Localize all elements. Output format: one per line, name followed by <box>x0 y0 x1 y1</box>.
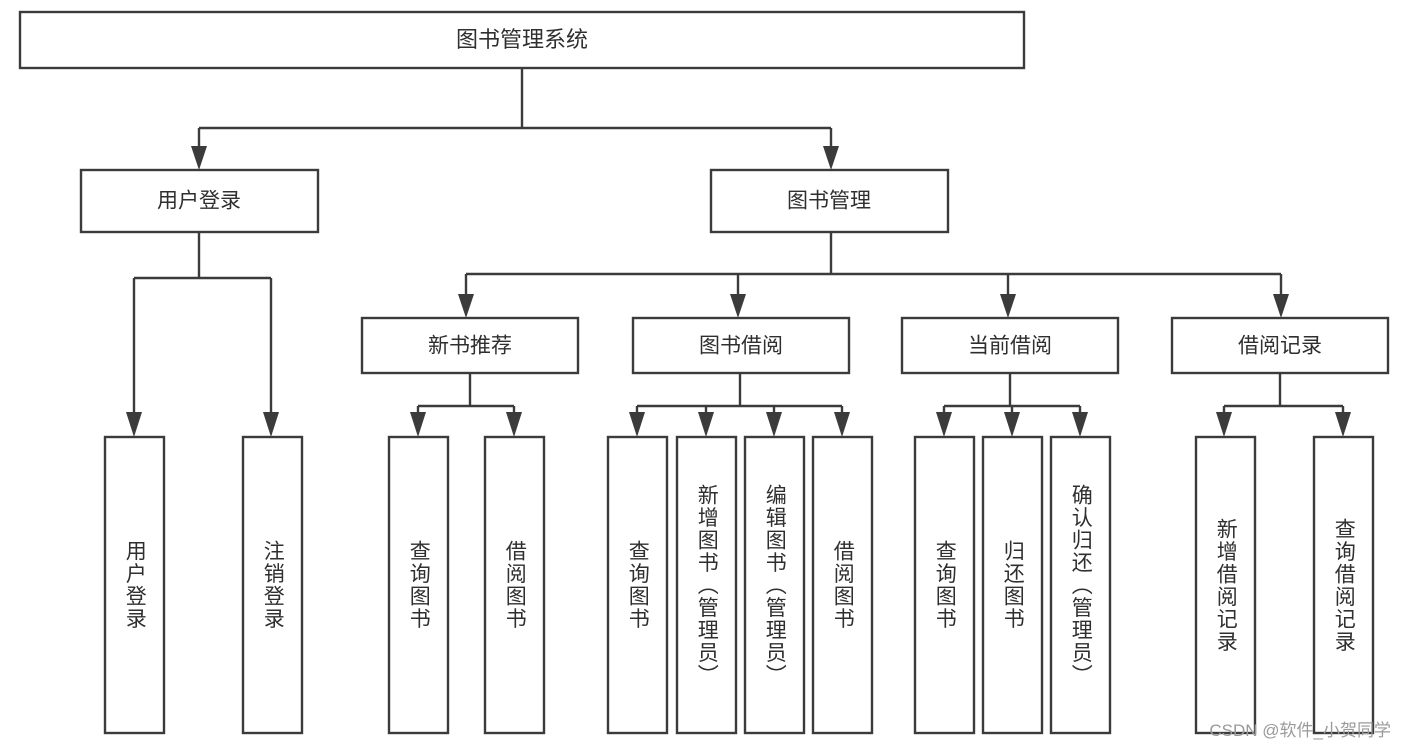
node-borrow-record-label: 借阅记录 <box>1238 335 1322 358</box>
node-book-borrow-label: 图书借阅 <box>699 335 783 358</box>
leaf-box-query-book-recommend[interactable] <box>387 435 450 735</box>
leaf-box-query-book-current[interactable] <box>913 435 976 735</box>
arrow-head-user-login <box>191 146 207 170</box>
arrow-head-newbook-leaf1 <box>410 412 426 437</box>
leaf-group-book-borrow <box>606 435 874 735</box>
node-book-management-box[interactable] <box>709 168 950 234</box>
connector-group-currentborrow-to-leaves <box>936 373 1088 437</box>
watermark-text: CSDN @软件_小贺同学 <box>1209 721 1391 740</box>
leaf-group-current-borrow <box>913 435 1112 735</box>
leaf-box-query-book-borrow[interactable] <box>606 435 669 735</box>
leaf-box-borrow-book[interactable] <box>811 435 874 735</box>
node-current-borrow[interactable]: 当前借阅 <box>900 316 1120 375</box>
node-current-borrow-label: 当前借阅 <box>968 335 1052 358</box>
arrow-head-currentborrow-leaf1 <box>936 412 952 437</box>
arrow-head-borrow-record <box>1273 294 1289 318</box>
arrow-head-borrowrecord-leaf1 <box>1216 412 1232 437</box>
leaf-box-return-book[interactable] <box>981 435 1044 735</box>
node-book-borrow[interactable]: 图书借阅 <box>631 316 851 375</box>
leaf-box-add-borrow-record[interactable] <box>1194 435 1257 735</box>
leaf-box-add-book-admin[interactable] <box>675 435 738 735</box>
arrow-head-bookborrow-leaf2 <box>698 412 714 437</box>
node-user-login-label: 用户登录 <box>157 190 241 213</box>
leaf-box-edit-book-admin[interactable] <box>743 435 806 735</box>
connector-group-root-to-level2 <box>191 68 839 170</box>
node-borrow-record-box[interactable] <box>1170 316 1390 375</box>
leaf-group-new-book-recommend <box>387 435 546 735</box>
node-book-management-label: 图书管理 <box>787 190 871 213</box>
leaf-group-borrow-record <box>1194 435 1375 735</box>
node-new-book-recommend-box[interactable] <box>360 316 580 375</box>
node-root-system[interactable]: 图书管理系统 <box>18 10 1026 70</box>
connector-group-borrowrecord-to-leaves <box>1216 373 1351 437</box>
arrow-head-bookborrow-leaf3 <box>766 412 782 437</box>
node-borrow-record[interactable]: 借阅记录 <box>1170 316 1390 375</box>
arrow-head-bookborrow-leaf4 <box>834 412 850 437</box>
node-user-login-box[interactable] <box>79 168 320 234</box>
arrow-head-book-manage <box>823 146 839 170</box>
node-current-borrow-box[interactable] <box>900 316 1120 375</box>
arrow-head-book-borrow <box>730 294 746 318</box>
arrow-head-newbook-leaf2 <box>506 412 522 437</box>
node-book-borrow-box[interactable] <box>631 316 851 375</box>
connector-group-bookmanage-to-level3 <box>458 232 1289 318</box>
leaf-box-confirm-return-admin[interactable] <box>1049 435 1112 735</box>
leaf-box-user-login[interactable] <box>103 435 166 735</box>
node-user-login[interactable]: 用户登录 <box>79 168 320 234</box>
node-root-label: 图书管理系统 <box>456 27 588 52</box>
arrow-head-currentborrow-leaf2 <box>1004 412 1020 437</box>
arrow-head-logout-leaf <box>263 412 279 437</box>
node-root-box[interactable] <box>18 10 1026 70</box>
node-new-book-recommend-label: 新书推荐 <box>428 335 512 358</box>
leaf-box-query-borrow-record[interactable] <box>1312 435 1375 735</box>
arrow-head-currentborrow-leaf3 <box>1072 412 1088 437</box>
leaf-box-borrow-book-recommend[interactable] <box>483 435 546 735</box>
node-new-book-recommend[interactable]: 新书推荐 <box>360 316 580 375</box>
leaf-group-user-login <box>103 435 304 735</box>
arrow-head-current-borrow <box>1000 294 1016 318</box>
node-book-management[interactable]: 图书管理 <box>709 168 950 234</box>
connector-group-newbook-to-leaves <box>410 373 522 437</box>
leaf-box-logout[interactable] <box>241 435 304 735</box>
connector-group-userlogin-to-leaves <box>126 232 279 437</box>
arrow-head-new-book <box>458 294 474 318</box>
arrow-head-borrowrecord-leaf2 <box>1335 412 1351 437</box>
connector-group-bookborrow-to-leaves <box>629 373 850 437</box>
arrow-head-bookborrow-leaf1 <box>629 412 645 437</box>
arrow-head-user-login-leaf <box>126 412 142 437</box>
